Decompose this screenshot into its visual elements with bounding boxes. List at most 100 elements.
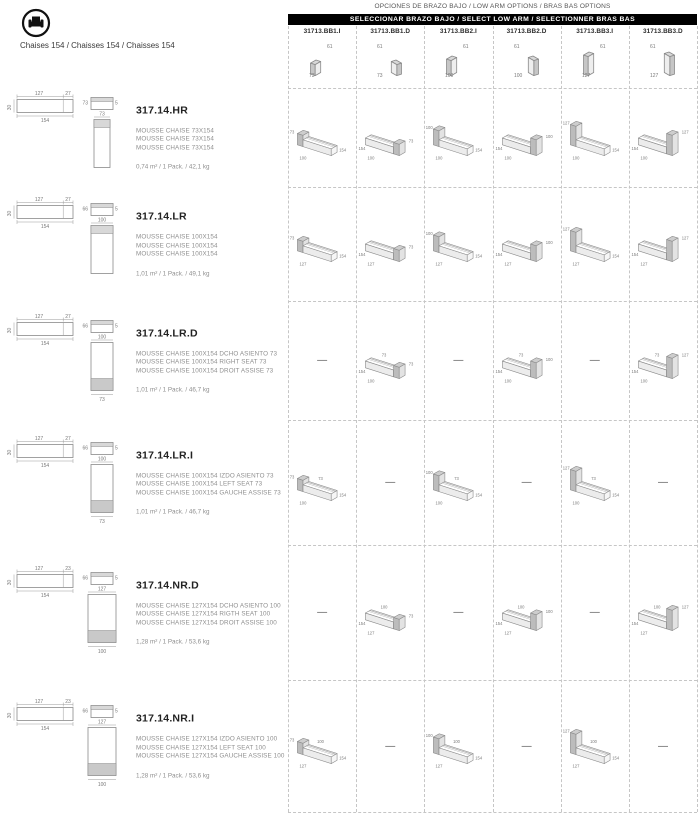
grid-vline bbox=[628, 26, 630, 812]
svg-text:27: 27 bbox=[65, 197, 71, 203]
grid-hline bbox=[288, 88, 697, 89]
armchair-logo-icon bbox=[21, 8, 51, 38]
product-description-line: MOUSSE CHAISE 100X154 RIGHT SEAT 73 bbox=[136, 358, 267, 366]
option-cell: — bbox=[288, 545, 356, 680]
svg-text:127: 127 bbox=[572, 262, 580, 267]
svg-text:154: 154 bbox=[612, 492, 620, 497]
svg-text:154: 154 bbox=[612, 254, 620, 259]
svg-text:154: 154 bbox=[476, 147, 484, 152]
svg-text:100: 100 bbox=[640, 378, 648, 383]
svg-text:154: 154 bbox=[631, 369, 639, 374]
svg-text:100: 100 bbox=[590, 739, 598, 744]
product-description-line: MOUSSE CHAISE 73X154 bbox=[136, 144, 214, 152]
svg-text:100: 100 bbox=[98, 456, 107, 462]
product-specs: 0,74 m² / 1 Pack. / 42,1 kg bbox=[136, 163, 210, 171]
svg-text:73: 73 bbox=[377, 73, 383, 78]
svg-text:5: 5 bbox=[115, 575, 118, 581]
svg-text:100: 100 bbox=[640, 155, 648, 160]
option-cell: — bbox=[424, 301, 492, 420]
svg-text:73: 73 bbox=[99, 111, 105, 117]
svg-text:154: 154 bbox=[359, 621, 367, 626]
svg-text:100: 100 bbox=[426, 125, 434, 130]
grid-vline bbox=[560, 26, 562, 812]
svg-text:154: 154 bbox=[41, 593, 50, 599]
svg-text:61: 61 bbox=[377, 44, 383, 50]
product-code: 317.14.LR.I bbox=[136, 449, 194, 462]
svg-text:5: 5 bbox=[115, 100, 118, 106]
svg-text:100: 100 bbox=[368, 378, 376, 383]
svg-text:30: 30 bbox=[7, 327, 13, 333]
option-cell: — bbox=[288, 301, 356, 420]
svg-text:100: 100 bbox=[436, 155, 444, 160]
section-title-bar: SELECCIONAR BRAZO BAJO / SELECT LOW ARM … bbox=[288, 14, 697, 25]
svg-text:100: 100 bbox=[504, 378, 512, 383]
svg-text:61: 61 bbox=[600, 44, 606, 50]
brand-logo bbox=[21, 8, 51, 43]
svg-text:73: 73 bbox=[409, 245, 414, 250]
svg-text:100: 100 bbox=[98, 218, 107, 224]
svg-text:127: 127 bbox=[572, 764, 580, 769]
svg-text:30: 30 bbox=[7, 579, 13, 585]
svg-text:5: 5 bbox=[115, 207, 118, 213]
svg-text:100: 100 bbox=[317, 739, 325, 744]
svg-text:154: 154 bbox=[612, 147, 620, 152]
svg-text:30: 30 bbox=[7, 211, 13, 217]
option-cell: — bbox=[629, 680, 697, 812]
svg-text:154: 154 bbox=[339, 254, 347, 259]
product-specs: 1,01 m² / 1 Pack. / 46,7 kg bbox=[136, 508, 210, 516]
svg-text:66: 66 bbox=[82, 207, 88, 213]
product-code: 317.14.LR bbox=[136, 210, 187, 223]
svg-text:154: 154 bbox=[359, 146, 367, 151]
option-cell: — bbox=[629, 420, 697, 545]
arm-option-icon: 61 73 bbox=[356, 40, 424, 83]
not-available-dash: — bbox=[657, 477, 668, 488]
svg-text:127: 127 bbox=[300, 764, 308, 769]
svg-text:73: 73 bbox=[409, 613, 414, 618]
not-available-dash: — bbox=[317, 607, 328, 618]
svg-text:66: 66 bbox=[82, 709, 88, 715]
svg-text:127: 127 bbox=[35, 314, 44, 320]
svg-text:154: 154 bbox=[476, 492, 484, 497]
svg-text:100: 100 bbox=[426, 733, 434, 738]
svg-text:5: 5 bbox=[115, 709, 118, 715]
svg-text:73: 73 bbox=[382, 352, 387, 357]
svg-text:73: 73 bbox=[655, 352, 660, 357]
